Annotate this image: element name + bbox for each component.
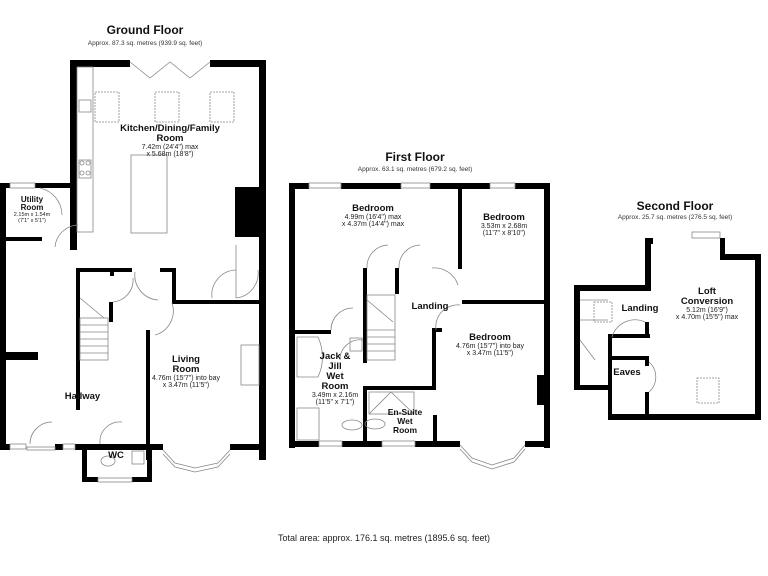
room-name: Eaves	[613, 367, 641, 378]
room-eaves: Eaves	[610, 368, 644, 378]
room-name: Landing	[621, 303, 659, 314]
room-dimensions: (7'1" x 5'1")	[18, 217, 46, 224]
room-dimensions: x 3.47m (11'5")	[162, 382, 210, 390]
room-dimensions: (11'7" x 8'10")	[482, 230, 526, 238]
room-name: Loft	[698, 286, 716, 297]
room-loft-conversion: Loft Conversion 5.12m (16'9") x 4.70m (1…	[662, 287, 752, 322]
room-name: Bedroom	[469, 332, 511, 343]
second-floor-title: Second Floor	[636, 199, 714, 213]
room-dimensions: 2.15m x 1.54m	[13, 211, 51, 218]
room-name: Room	[392, 424, 418, 435]
room-dimensions: x 4.70m (15'5") max	[675, 314, 739, 322]
room-en-suite-wet-room: En-Suite Wet Room	[375, 408, 435, 435]
room-bedroom-2: Bedroom 3.53m x 2.68m (11'7" x 8'10")	[464, 213, 544, 238]
room-name: Jack &	[319, 351, 351, 362]
room-name: En-Suite	[387, 407, 423, 417]
room-dimensions: 3.49m x 2.16m	[311, 391, 359, 399]
room-dimensions: 4.99m (16'4") max	[344, 213, 402, 221]
room-dimensions: 4.76m (15'7") into bay	[151, 374, 221, 382]
ground-floor-area: Approx. 87.3 sq. metres (939.9 sq. feet)	[87, 40, 203, 47]
room-name: Room	[156, 132, 184, 144]
room-dimensions: 5.12m (16'9")	[686, 306, 728, 314]
room-hallway: Hallway	[60, 392, 105, 402]
first-floor-title: First Floor	[385, 150, 445, 164]
room-name: Bedroom	[483, 212, 525, 223]
total-area: Total area: approx. 176.1 sq. metres (18…	[277, 533, 491, 543]
room-dimensions: x 5.68m (18'8")	[146, 151, 194, 159]
room-bedroom-3: Bedroom 4.76m (15'7") into bay x 3.47m (…	[440, 333, 540, 358]
room-dimensions: 7.42m (24'4") max	[141, 143, 199, 151]
room-utility: Utility Room 2.15m x 1.54m (7'1" x 5'1")	[6, 195, 58, 224]
room-name: Room	[172, 363, 200, 375]
room-wc: WC	[104, 451, 128, 461]
room-name: Hallway	[64, 391, 101, 402]
room-name: Conversion	[680, 295, 734, 307]
fixtures	[9, 61, 721, 483]
room-landing-first: Landing	[405, 302, 455, 312]
room-name: WC	[108, 450, 124, 461]
room-name: Wet	[397, 415, 413, 426]
ground-floor-title: Ground Floor	[106, 23, 184, 37]
room-name: Bedroom	[352, 203, 394, 214]
room-dimensions: x 4.37m (14'4") max	[341, 221, 405, 229]
room-kitchen-dining-family: Kitchen/Dining/Family Room 7.42m (24'4")…	[95, 124, 245, 159]
room-name: Wet	[326, 370, 344, 382]
room-name: Utility	[20, 195, 44, 204]
room-dimensions: (11'5" x 7'1")	[315, 399, 355, 407]
second-floor-area: Approx. 25.7 sq. metres (276.5 sq. feet)	[617, 214, 733, 221]
room-dimensions: 4.76m (15'7") into bay	[455, 342, 525, 350]
room-landing-second: Landing	[617, 304, 663, 314]
room-name: Kitchen/Dining/Family	[120, 123, 220, 134]
first-floor-area: Approx. 63.1 sq. metres (679.2 sq. feet)	[357, 166, 473, 173]
room-dimensions: x 3.47m (11'5")	[466, 350, 514, 358]
walls	[0, 60, 761, 482]
room-dimensions: 3.53m x 2.68m	[480, 222, 528, 230]
room-jack-and-jill-wet-room: Jack & Jill Wet Room 3.49m x 2.16m (11'5…	[300, 352, 370, 407]
room-living: Living Room 4.76m (15'7") into bay x 3.4…	[140, 355, 232, 390]
room-name: Living	[172, 354, 200, 365]
room-name: Room	[20, 203, 44, 213]
room-name: Landing	[411, 301, 449, 312]
room-bedroom-1: Bedroom 4.99m (16'4") max x 4.37m (14'4"…	[318, 204, 428, 229]
room-name: Jill	[328, 360, 342, 372]
room-name: Room	[321, 380, 349, 392]
